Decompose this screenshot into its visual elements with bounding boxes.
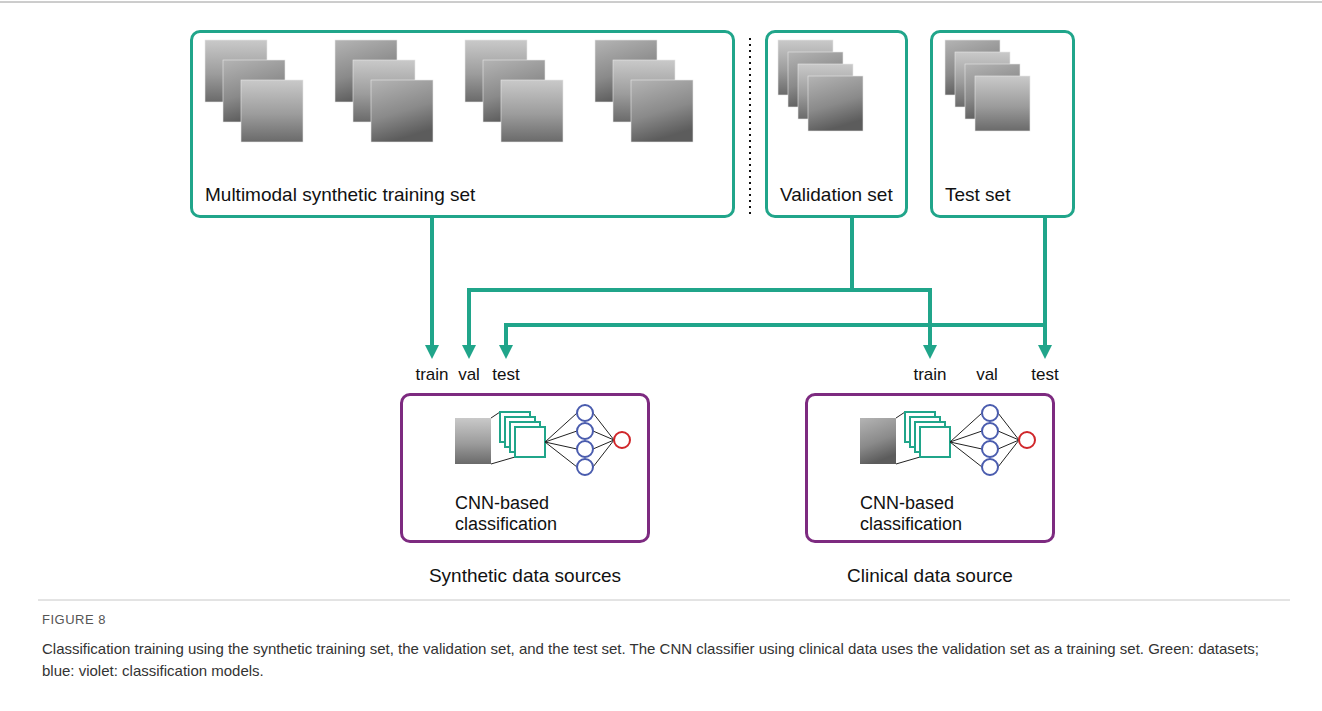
port-label: test — [492, 365, 519, 385]
port-label: train — [913, 365, 946, 385]
frame-line — [0, 2, 1322, 3]
node-label: Validation set — [780, 184, 893, 206]
group-heading: Synthetic data sources — [400, 565, 650, 587]
dotted-divider — [749, 38, 751, 215]
node-label: CNN-based classification — [455, 493, 585, 535]
port-label: test — [1031, 365, 1058, 385]
cnn-icon — [860, 405, 1035, 475]
figure-caption: Classification training using the synthe… — [42, 638, 1282, 682]
dataset-box: Multimodal synthetic training set — [190, 30, 735, 218]
data-flow-arrow — [506, 218, 1045, 345]
data-flow-arrow — [1043, 218, 1047, 345]
cnn-icon — [455, 405, 630, 475]
port-label: train — [415, 365, 448, 385]
classifier-box: CNN-based classificationSynthetic data s… — [400, 358, 650, 543]
data-flow-arrow — [430, 218, 434, 345]
figure-number: FIGURE 8 — [42, 612, 106, 627]
node-label: CNN-based classification — [860, 493, 990, 535]
classifier-box: CNN-based classificationClinical data so… — [805, 358, 1055, 543]
port-label: val — [458, 365, 480, 385]
separator-line — [38, 600, 1290, 601]
group-heading: Clinical data source — [805, 565, 1055, 587]
node-label: Multimodal synthetic training set — [205, 184, 475, 206]
dataset-box: Test set — [930, 30, 1075, 218]
dataset-box: Validation set — [765, 30, 908, 218]
node-label: Test set — [945, 184, 1010, 206]
port-label: val — [976, 365, 998, 385]
